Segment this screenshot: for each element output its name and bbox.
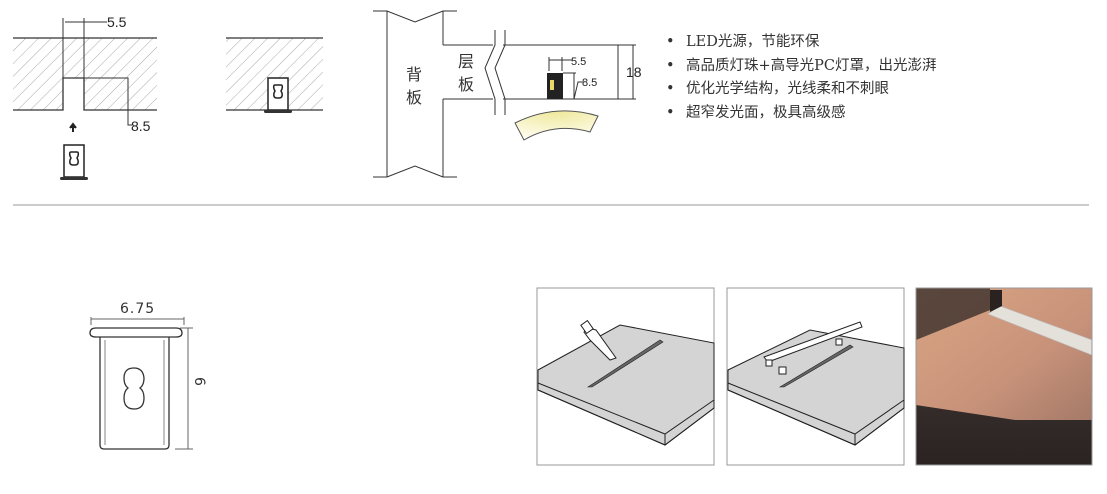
profile-height-dim: 6 [191, 377, 207, 386]
profile-width-label: 5.5 [571, 56, 586, 68]
groove-diagram: 5.5 8.5 [13, 14, 157, 180]
led-profile-icon [763, 321, 863, 375]
profile-icon [60, 144, 88, 180]
feature-list: LED光源，节能环保 高品质灯珠+高导光PC灯罩，出光澎湃 优化光学结构，光线柔… [666, 31, 937, 125]
shelf-thickness-label: 18 [626, 64, 642, 80]
feature-item: LED光源，节能环保 [666, 31, 937, 55]
profile-drawing: 6.75 6 [89, 301, 207, 450]
install-step-cut-image [536, 287, 715, 466]
feature-item: 高品质灯珠+高导光PC灯罩，出光澎湃 [666, 55, 937, 79]
back-panel-label-2: 板 [406, 88, 422, 107]
profile-width-dim: 6.75 [120, 301, 155, 317]
installed-photo [915, 287, 1093, 466]
feature-item: 超窄发光面，极具高级感 [666, 102, 937, 126]
profile-depth-label: 8.5 [582, 77, 597, 89]
shelf-label-1: 层 [458, 52, 474, 71]
install-step-insert-image [726, 287, 905, 466]
feature-item: 优化光学结构，光线柔和不刺眼 [666, 78, 937, 102]
arrow-up-icon [69, 122, 77, 132]
back-panel-label-1: 背 [406, 65, 422, 84]
light-beam-icon [514, 110, 599, 141]
installed-diagram [226, 37, 323, 113]
groove-width-label: 5.5 [107, 14, 127, 30]
section-diagram: 背 板 层 板 5.5 8.5 18 [373, 10, 642, 178]
saw-icon [580, 319, 617, 361]
groove-depth-label: 8.5 [131, 118, 151, 134]
shelf-label-2: 板 [458, 75, 474, 94]
